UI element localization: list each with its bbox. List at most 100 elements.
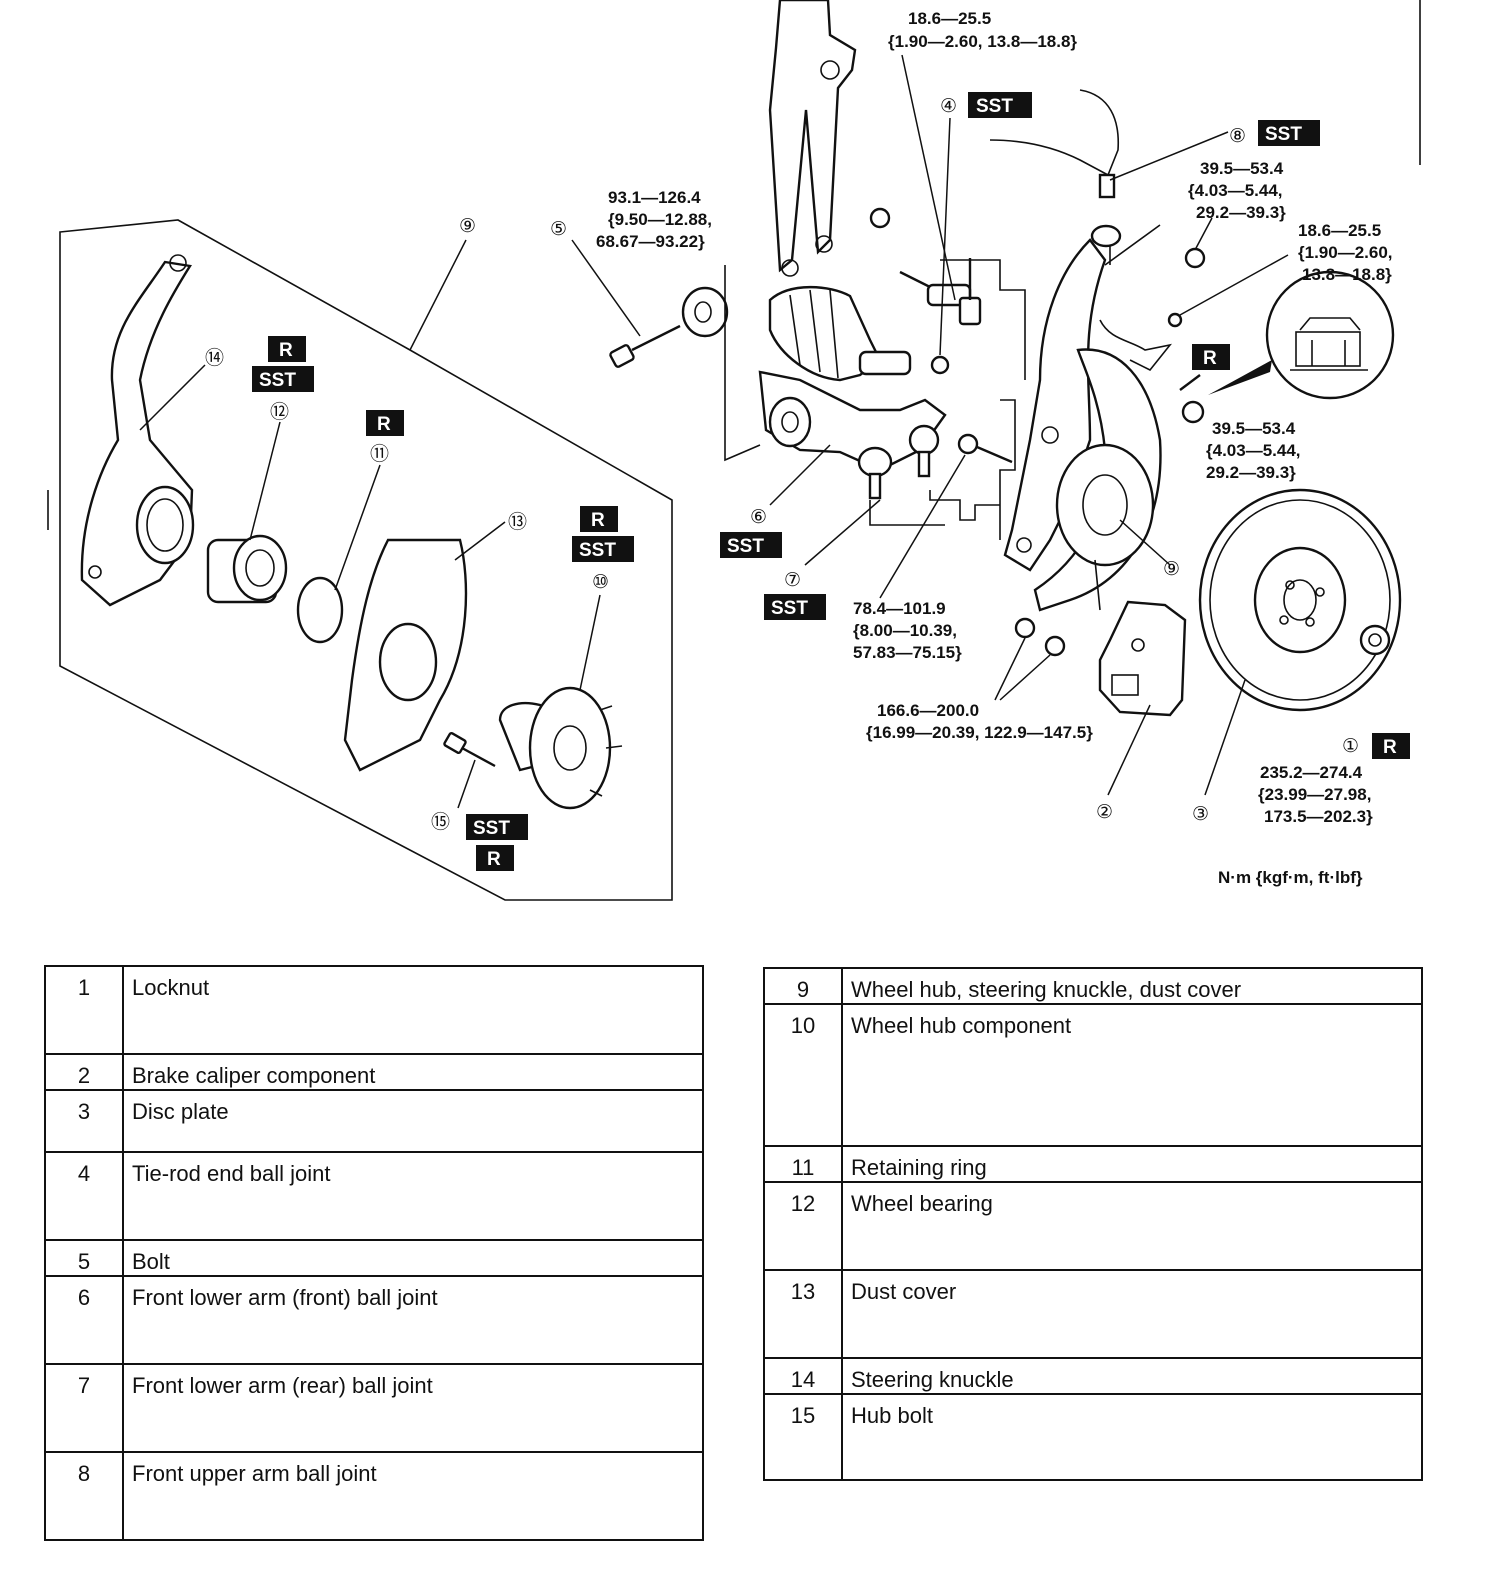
torque-5-b: {9.50—12.88, (608, 210, 712, 229)
torque-8-c: 29.2—39.3} (1196, 203, 1286, 222)
part-name: Hub bolt (841, 1393, 1423, 1481)
part-number: 7 (44, 1363, 124, 1453)
part-name: Bolt (122, 1239, 704, 1277)
leader-9-frame (409, 239, 467, 351)
leader-4 (939, 117, 951, 356)
bushing-drawing (681, 286, 729, 338)
callout-5: ⑤ (550, 219, 567, 240)
part-name: Steering knuckle (841, 1357, 1423, 1395)
svg-text:R: R (377, 414, 391, 435)
zoom-pointer (1208, 360, 1272, 395)
tag-sst-7: SST (764, 594, 826, 620)
part-name: Front upper arm ball joint (122, 1451, 704, 1541)
tag-sst-4: SST (968, 92, 1032, 118)
callout-2: ② (1096, 802, 1113, 823)
leader-2 (1107, 704, 1151, 796)
leader-9-right (1119, 519, 1171, 566)
part-name: Retaining ring (841, 1145, 1423, 1183)
zoom-circle-drawing (1265, 270, 1395, 400)
tag-sst-10: SST (572, 536, 634, 562)
drive-shaft-boot-drawing (768, 285, 912, 382)
tag-boxes: SST SST R SST R R R SST SST SST R SST R (252, 92, 1410, 871)
svg-text:R: R (487, 849, 501, 870)
torque-units: N·m {kgf·m, ft·lbf} (1218, 868, 1363, 887)
torque-8-b: {4.03—5.44, (1188, 181, 1283, 200)
svg-text:SST: SST (727, 536, 764, 557)
callout-9-frame: ⑨ (459, 216, 476, 237)
abs-bolt-drawing (1167, 312, 1183, 328)
leader-12 (249, 421, 281, 541)
part-number: 8 (44, 1451, 124, 1541)
part-number: 15 (763, 1393, 843, 1481)
leader-14 (139, 364, 206, 431)
svg-text:R: R (591, 510, 605, 531)
leader-11 (334, 464, 381, 591)
part-number: 12 (763, 1181, 843, 1271)
cotter-pin-drawing (1179, 374, 1201, 391)
nut-166b-drawing (1044, 635, 1066, 657)
torque-78-b: {8.00—10.39, (853, 621, 957, 640)
leader-3 (1204, 679, 1246, 796)
tag-sst-12: SST (252, 366, 314, 392)
tie-rod-drawing (899, 258, 982, 326)
exploded-diagram: 18.6—25.5 {1.90—2.60, 13.8—18.8} 93.1—12… (47, 0, 1421, 901)
leader-5 (571, 239, 641, 337)
torque-1-b: {23.99—27.98, (1258, 785, 1371, 804)
torque-abs-a: 18.6—25.5 (1298, 221, 1381, 240)
nut-166a-drawing (1014, 617, 1036, 639)
svg-text:R: R (1383, 737, 1397, 758)
dust-cover-drawing (343, 538, 468, 772)
part-name: Disc plate (122, 1089, 704, 1153)
part-name: Tie-rod end ball joint (122, 1151, 704, 1241)
part-name: Wheel hub component (841, 1003, 1423, 1147)
part-name: Wheel bearing (841, 1181, 1423, 1271)
svg-text:SST: SST (473, 818, 510, 839)
torque-1-a: 235.2—274.4 (1260, 763, 1363, 782)
part-number: 2 (44, 1053, 124, 1091)
callout-11: ⑪ (370, 443, 389, 465)
torque-78-a: 78.4—101.9 (853, 599, 946, 618)
torque-cal-a: 39.5—53.4 (1212, 419, 1296, 438)
svg-text:R: R (279, 340, 293, 361)
torque-166-b: {16.99—20.39, 122.9—147.5} (866, 723, 1093, 742)
nut-cal-drawing (1181, 400, 1205, 424)
part-number: 3 (44, 1089, 124, 1153)
part-name: Dust cover (841, 1269, 1423, 1359)
upper-ball-joint-drawing (1090, 173, 1122, 248)
svg-text:SST: SST (976, 96, 1013, 117)
brake-caliper-drawing (1098, 600, 1187, 717)
knuckle-assembly-drawing (1003, 238, 1162, 612)
torque-labels: 18.6—25.5 {1.90—2.60, 13.8—18.8} 93.1—12… (596, 9, 1393, 887)
part-name: Brake caliper component (122, 1053, 704, 1091)
callout-6: ⑥ (750, 507, 767, 528)
subassembly-frame (59, 219, 673, 901)
wheel-hub-drawing (498, 686, 623, 810)
steering-knuckle-drawing (80, 254, 195, 607)
part-number: 9 (763, 967, 843, 1005)
leader-10 (579, 594, 601, 691)
torque-166-a: 166.6—200.0 (877, 701, 979, 720)
callout-15: ⑮ (431, 811, 450, 833)
nut-8-drawing (1184, 247, 1206, 269)
torque-cal-b: {4.03—5.44, (1206, 441, 1301, 460)
guide-lines (724, 224, 1161, 611)
tag-r-11: R (366, 410, 404, 436)
nut-4-drawing (930, 355, 950, 375)
torque-4-a: 18.6—25.5 (908, 9, 991, 28)
callout-12: ⑫ (270, 401, 289, 423)
torque-cal-c: 29.2—39.3} (1206, 463, 1296, 482)
tag-sst-15: SST (466, 814, 528, 840)
disc-plate-drawing (1198, 488, 1402, 712)
tag-r-12: R (268, 336, 306, 362)
svg-text:SST: SST (259, 370, 296, 391)
torque-78-c: 57.83—75.15} (853, 643, 962, 662)
leader-166b (999, 654, 1051, 701)
